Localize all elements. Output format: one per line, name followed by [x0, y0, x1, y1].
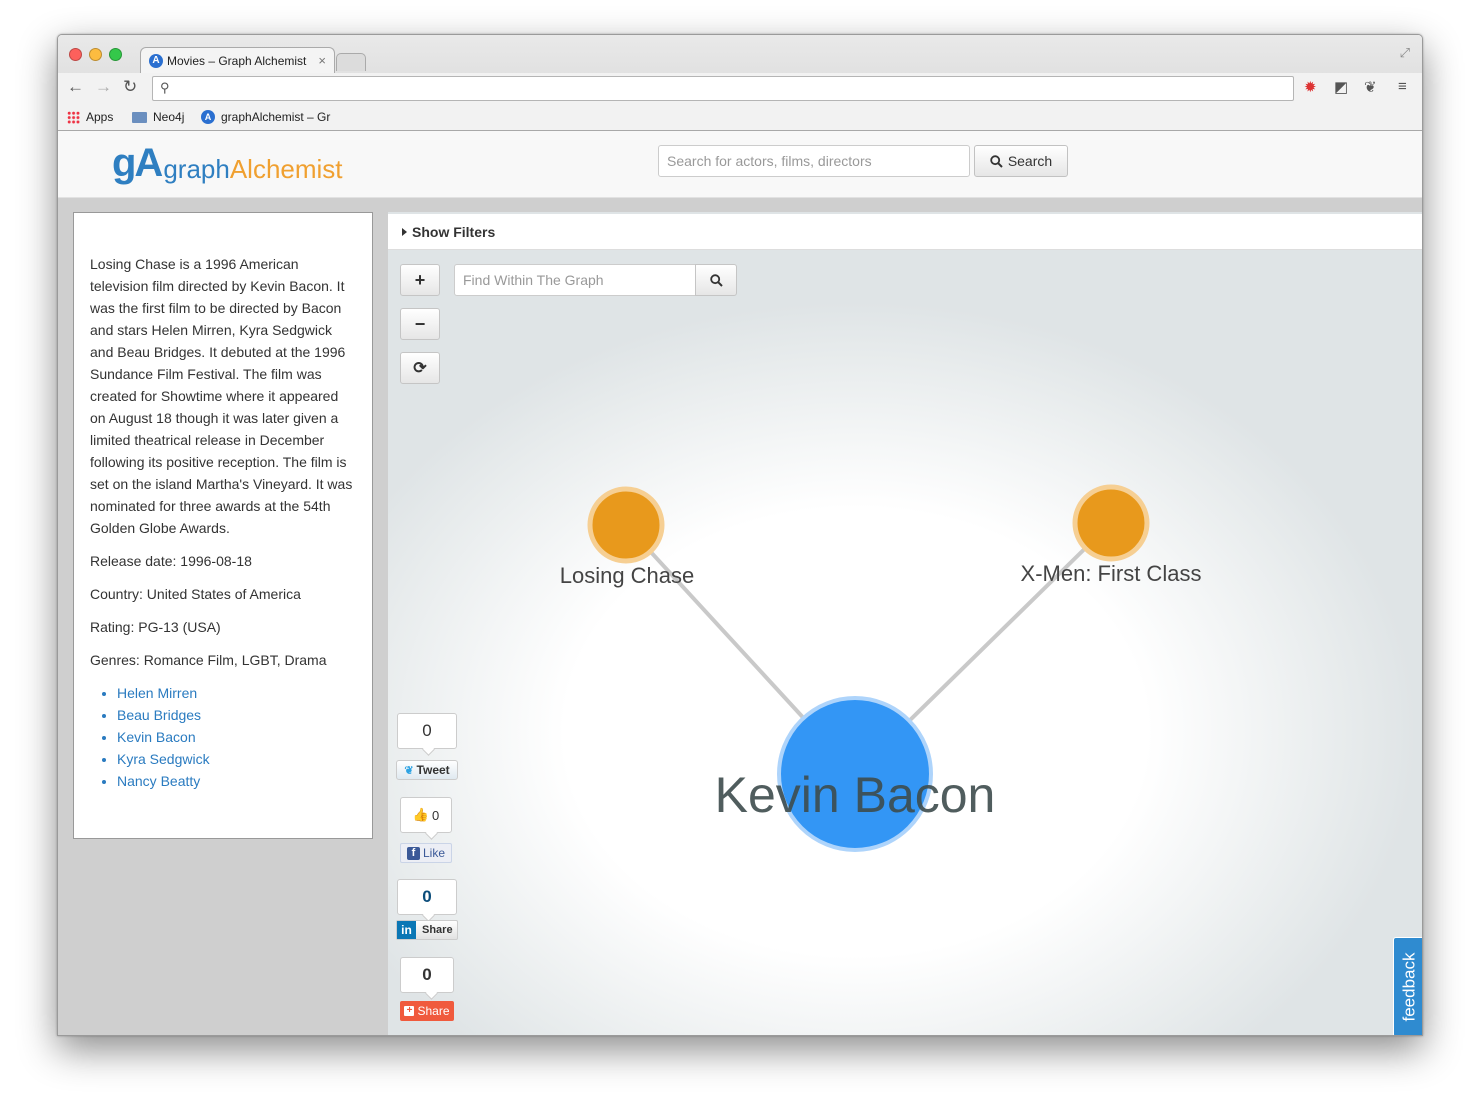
apps-grid-icon [67, 110, 80, 124]
cast-link[interactable]: Kevin Bacon [117, 726, 356, 748]
tab-title: Movies – Graph Alchemist [167, 53, 307, 68]
show-filters-label: Show Filters [412, 224, 496, 240]
bookmark-neo4j[interactable]: Neo4j [132, 110, 184, 124]
film-genres: Genres: Romance Film, LGBT, Drama [90, 652, 327, 668]
bookmarks-bar: Apps Neo4j A graphAlchemist – Gr [58, 105, 1422, 130]
folder-icon [132, 111, 147, 123]
menu-icon[interactable]: ≡ [1398, 78, 1407, 95]
forward-arrow-icon[interactable]: → [95, 77, 112, 96]
cast-link[interactable]: Helen Mirren [117, 682, 356, 704]
tab-close-icon[interactable]: × [318, 53, 326, 68]
site-search-button-label: Search [1007, 153, 1053, 169]
page: gA graph Alchemist Search for actors, fi… [58, 131, 1423, 1036]
find-in-graph-input[interactable]: Find Within The Graph [454, 264, 696, 296]
search-icon [990, 154, 1003, 168]
gplus-icon: + [404, 1006, 415, 1016]
extension-pen-icon[interactable]: ◩ [1334, 79, 1349, 96]
bookmark-label: Apps [86, 110, 114, 124]
film-release-date: Release date: 1996-08-18 [90, 553, 252, 569]
like-count-value: 0 [431, 807, 440, 823]
graph-canvas[interactable]: Losing Chase X-Men: First Class Kevin Ba… [388, 212, 1423, 1036]
linkedin-share-label: Share [422, 924, 453, 936]
browser-tab[interactable]: A Movies – Graph Alchemist × [140, 47, 335, 73]
graph-svg[interactable]: Losing Chase X-Men: First Class Kevin Ba… [388, 212, 1423, 1036]
evernote-icon[interactable]: ❦ [1364, 79, 1377, 96]
film-country: Country: United States of America [90, 586, 301, 602]
graph-node-film[interactable] [1072, 484, 1150, 562]
graphalchemist-favicon-icon: A [201, 110, 215, 124]
zoom-in-button[interactable]: + [400, 264, 440, 296]
like-count: 👍0 [400, 797, 452, 833]
address-bar[interactable]: ⚲ [152, 76, 1294, 101]
graph-node-label: Losing Chase [560, 563, 695, 588]
linkedin-icon: in [397, 921, 416, 939]
logo-word-graph: graph [163, 154, 230, 184]
tweet-count: 0 [397, 713, 457, 749]
browser-titlebar: A Movies – Graph Alchemist × ⤢ ← → ↻ ⚲ ✹… [58, 35, 1422, 131]
search-icon: ⚲ [160, 80, 170, 95]
site-header: gA graph Alchemist Search for actors, fi… [58, 131, 1422, 198]
show-filters-toggle[interactable]: Show Filters [388, 214, 1422, 250]
reset-graph-button[interactable]: ⟳ [400, 352, 440, 384]
like-label: Like [422, 846, 445, 860]
find-in-graph-button[interactable] [695, 264, 737, 296]
site-search-button[interactable]: Search [974, 145, 1068, 177]
zoom-window-button[interactable] [109, 48, 122, 61]
browser-toolbar: ← → ↻ ⚲ ✹ ◩ ❦ ≡ [58, 73, 1422, 105]
graph-node-person[interactable] [777, 696, 933, 852]
twitter-bird-icon: ❦ [404, 764, 414, 777]
graph-node-label: Kevin Bacon [715, 767, 996, 823]
graph-node-label: X-Men: First Class [1021, 561, 1202, 586]
cast-link[interactable]: Beau Bridges [117, 704, 356, 726]
graph-node-film[interactable] [587, 486, 665, 564]
minimize-window-button[interactable] [89, 48, 102, 61]
bookmark-label: graphAlchemist – Gr [221, 110, 331, 124]
gplus-share-button[interactable]: +Share [400, 1001, 454, 1021]
browser-window: A Movies – Graph Alchemist × ⤢ ← → ↻ ⚲ ✹… [57, 34, 1423, 1036]
cast-link[interactable]: Nancy Beatty [117, 770, 356, 792]
bookmark-label: Neo4j [153, 110, 185, 124]
gplus-share-label: Share [417, 1004, 450, 1018]
gplus-count: 0 [400, 957, 454, 993]
reload-icon[interactable]: ↻ [123, 77, 138, 96]
logo-mark: gA [112, 141, 163, 185]
tweet-label: Tweet [416, 763, 450, 777]
back-arrow-icon[interactable]: ← [67, 77, 84, 96]
caret-right-icon [402, 228, 407, 236]
logo[interactable]: gA graph Alchemist [112, 143, 343, 183]
bookmark-graphalchemist[interactable]: A graphAlchemist – Gr [201, 110, 333, 124]
fullscreen-icon[interactable]: ⤢ [1399, 45, 1410, 60]
bookmark-apps[interactable]: Apps [67, 110, 113, 124]
cast-list: Helen Mirren Beau Bridges Kevin Bacon Ky… [117, 682, 356, 792]
film-details-panel: Losing Chase is a 1996 American televisi… [73, 212, 373, 839]
feedback-tab[interactable]: feedback [1393, 937, 1422, 1035]
linkedin-share-button[interactable]: in Share [396, 920, 458, 940]
logo-word-alchemist: Alchemist [229, 154, 343, 184]
new-tab-button[interactable] [336, 53, 366, 71]
cast-link[interactable]: Kyra Sedgwick [117, 748, 356, 770]
tweet-button[interactable]: ❦Tweet [396, 760, 458, 780]
search-icon [709, 273, 723, 287]
film-description: Losing Chase is a 1996 American televisi… [90, 256, 353, 536]
extension-bug-icon[interactable]: ✹ [1304, 79, 1317, 96]
facebook-icon: f [406, 846, 420, 860]
site-search-input[interactable]: Search for actors, films, directors [658, 145, 970, 177]
graphalchemist-favicon-icon: A [149, 53, 163, 68]
close-window-button[interactable] [69, 48, 82, 61]
thumbs-up-icon: 👍 [412, 807, 429, 822]
feedback-label: feedback [1399, 952, 1418, 1022]
film-rating: Rating: PG-13 (USA) [90, 619, 221, 635]
linkedin-count: 0 [397, 879, 457, 915]
zoom-out-button[interactable]: − [400, 308, 440, 340]
